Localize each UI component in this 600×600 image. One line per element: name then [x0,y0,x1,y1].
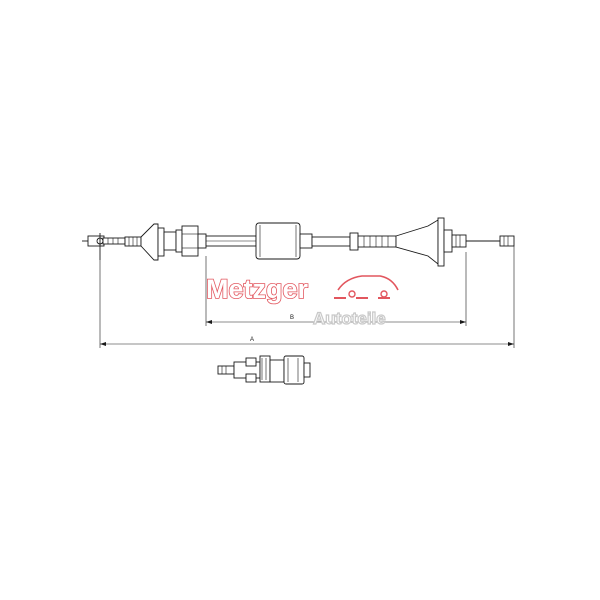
central-sleeve [255,222,313,260]
dimension-b: B [205,252,467,326]
watermark-subtitle: Autoteile [313,309,386,328]
right-boot [395,217,467,267]
right-cable-end [466,235,515,247]
car-outline-icon [334,275,399,299]
brand-watermark: Metzger Autoteile [205,273,399,329]
left-cable-end [82,233,126,260]
left-adjuster [124,223,207,261]
clutch-cable-assembly [82,217,515,267]
dimension-a-label: A [250,337,254,343]
detail-view-adjuster [217,355,311,385]
watermark-brand: Metzger [206,274,309,304]
dimension-b-label: B [290,315,294,321]
dimension-a: A [99,246,515,348]
right-conduit [311,232,397,251]
left-conduit [205,235,257,247]
